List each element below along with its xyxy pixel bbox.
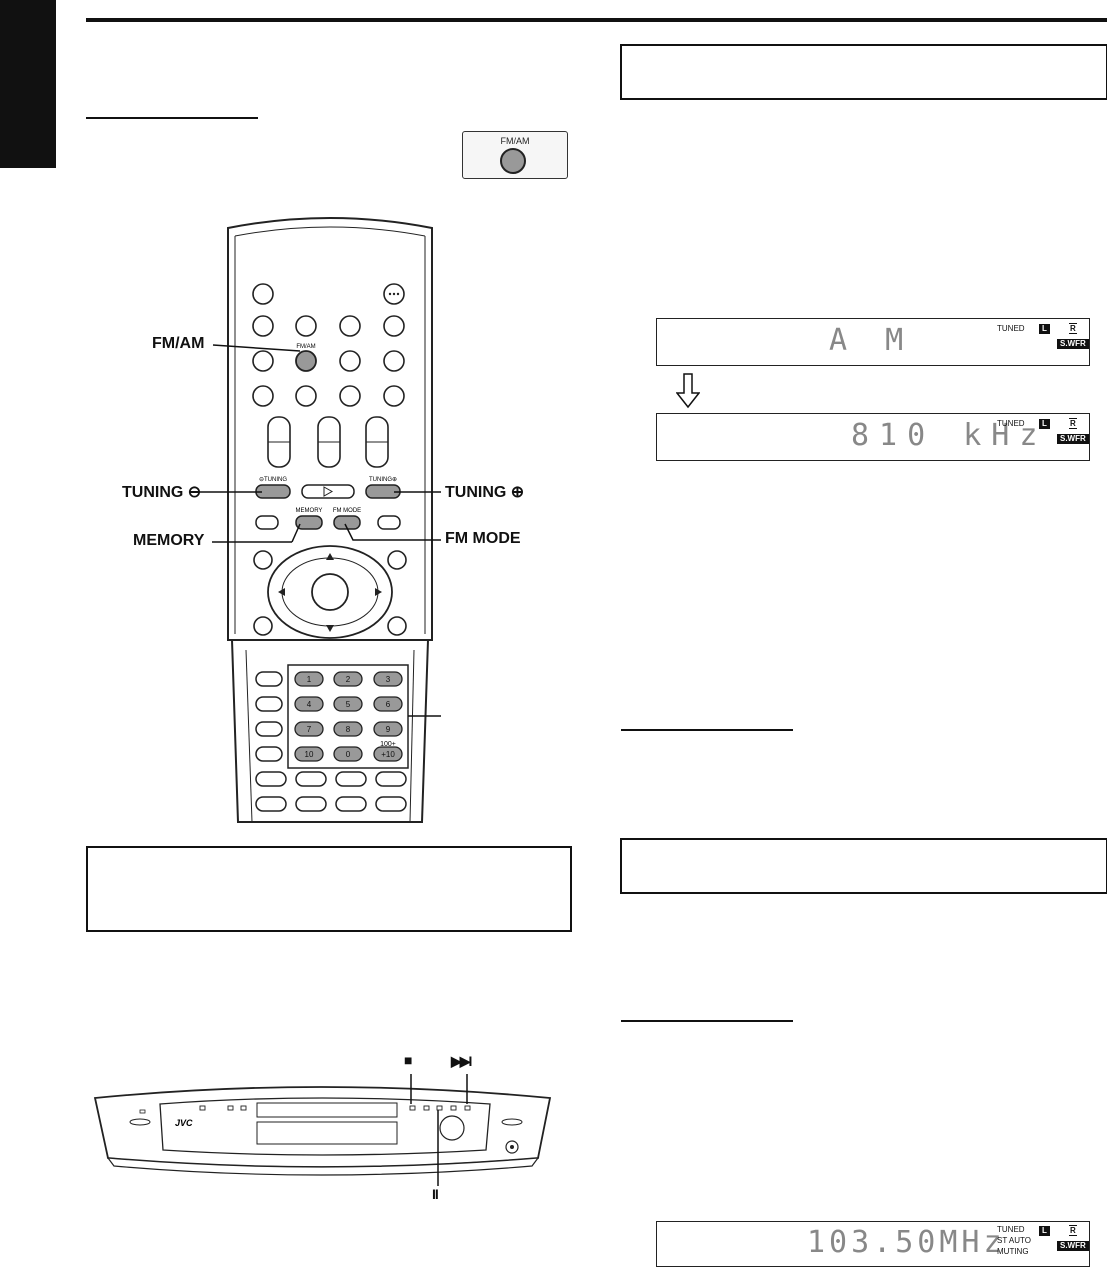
callout-tuning-plus: TUNING ⊕	[445, 484, 525, 501]
section-heading-box	[620, 44, 1107, 100]
numpad-key: 5	[346, 700, 351, 709]
remote-fm-mode-label: FM MODE	[333, 508, 361, 514]
numpad-key: 9	[386, 725, 391, 734]
section-heading-box	[86, 846, 572, 932]
stop-icon: ■	[404, 1052, 413, 1068]
numpad-key: +10	[381, 750, 395, 759]
numpad-key: 4	[307, 700, 312, 709]
numpad-key: 7	[307, 725, 312, 734]
main-unit-illustration: JVC	[93, 1074, 552, 1186]
left-channel-indicator: L	[1039, 419, 1050, 429]
tuned-indicator: TUNED	[997, 1225, 1025, 1234]
section-heading-rule	[86, 117, 258, 119]
fm-am-panel-button	[500, 148, 526, 174]
callout-fm-am: FM/AM	[152, 335, 205, 352]
left-channel-indicator: L	[1039, 1226, 1050, 1236]
callout-tuning-minus: TUNING ⊖	[122, 484, 202, 501]
tuned-indicator: TUNED	[997, 419, 1025, 428]
muting-indicator: MUTING	[997, 1247, 1029, 1256]
section-heading-rule	[621, 1020, 793, 1022]
display-text: A M	[829, 323, 914, 358]
remote-tuning-minus-label: ⊖TUNING	[259, 477, 287, 483]
numpad-key: 3	[386, 675, 391, 684]
language-tab	[0, 0, 56, 168]
subwoofer-indicator: S.WFR	[1057, 339, 1089, 349]
numpad-key: 8	[346, 725, 351, 734]
left-channel-indicator: L	[1039, 324, 1050, 334]
section-heading-box	[620, 838, 1107, 894]
right-channel-indicator: R	[1069, 1225, 1077, 1236]
remote-control-illustration: FM/AM ⊖TUNING TUNING⊕ MEMORY FM MODE	[193, 217, 441, 823]
subwoofer-indicator: S.WFR	[1057, 1241, 1089, 1251]
display-text: 810 kHz	[851, 418, 1048, 453]
display-panel: A M TUNED L R S.WFR	[656, 318, 1090, 366]
skip-forward-icon: ▶▶I	[451, 1053, 472, 1069]
numpad-key: 1	[307, 675, 312, 684]
numpad-key: 6	[386, 700, 391, 709]
display-text: 103.50MHz	[807, 1225, 1006, 1260]
st-auto-indicator: ST AUTO	[997, 1236, 1031, 1245]
jvc-logo: JVC	[175, 1118, 193, 1128]
numpad-key: 10	[305, 750, 314, 759]
pause-icon: II	[432, 1186, 439, 1202]
remote-memory-label: MEMORY	[296, 508, 323, 514]
fm-am-panel-button-illustration: FM/AM	[462, 131, 568, 179]
right-channel-indicator: R	[1069, 418, 1077, 429]
display-panel: 103.50MHz TUNED ST AUTO MUTING L R S.WFR	[656, 1221, 1090, 1267]
section-heading-rule	[621, 729, 793, 731]
callout-memory: MEMORY	[133, 532, 205, 549]
numpad-key: 2	[346, 675, 351, 684]
subwoofer-indicator: S.WFR	[1057, 434, 1089, 444]
remote-fm-am-label: FM/AM	[296, 344, 315, 350]
tuned-indicator: TUNED	[997, 324, 1025, 333]
display-panel: 810 kHz TUNED L R S.WFR	[656, 413, 1090, 461]
fm-am-panel-label: FM/AM	[500, 136, 530, 146]
right-channel-indicator: R	[1069, 323, 1077, 334]
top-rule	[86, 18, 1107, 22]
numpad-key: 0	[346, 750, 351, 759]
remote-100-plus-label: 100+	[380, 741, 396, 748]
down-arrow-icon	[676, 373, 700, 409]
callout-fm-mode: FM MODE	[445, 530, 521, 547]
remote-tuning-plus-label: TUNING⊕	[369, 477, 397, 483]
